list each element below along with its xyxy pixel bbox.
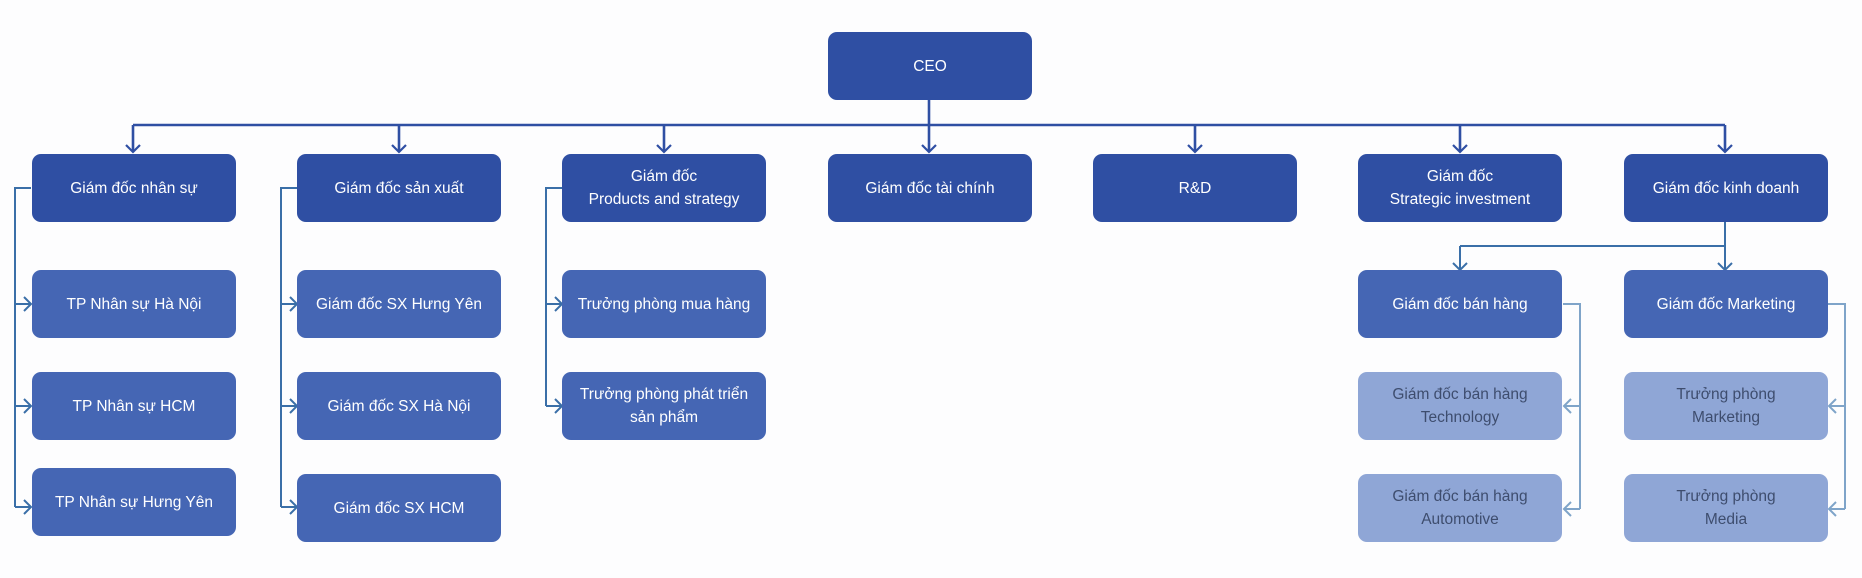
business-unit-marketing: Giám đốc Marketing (1624, 270, 1828, 338)
sales-marketing-connectors (1562, 303, 1846, 517)
marketing-unit-marketing: Trưởng phòng Marketing (1624, 372, 1828, 440)
director-business: Giám đốc kinh doanh (1624, 154, 1828, 222)
products-unit-development: Trưởng phòng phát triển sản phẩm (562, 372, 766, 440)
production-connectors (280, 187, 299, 515)
sales-unit-automotive: Giám đốc bán hàng Automotive (1358, 474, 1562, 542)
sales-unit-technology: Giám đốc bán hàng Technology (1358, 372, 1562, 440)
director-hr: Giám đốc nhân sự (32, 154, 236, 222)
marketing-unit-media: Trưởng phòng Media (1624, 474, 1828, 542)
production-unit-hungyen: Giám đốc SX Hưng Yên (297, 270, 501, 338)
hr-unit-hungyen: TP Nhân sự Hưng Yên (32, 468, 236, 536)
director-products-strategy: Giám đốc Products and strategy (562, 154, 766, 222)
director-production: Giám đốc sản xuất (297, 154, 501, 222)
ceo-connectors (125, 99, 1733, 154)
director-rnd: R&D (1093, 154, 1297, 222)
director-finance: Giám đốc tài chính (828, 154, 1032, 222)
hr-unit-hanoi: TP Nhân sự Hà Nội (32, 270, 236, 338)
business-connectors (1452, 222, 1733, 272)
production-unit-hcm: Giám đốc SX HCM (297, 474, 501, 542)
business-unit-sales: Giám đốc bán hàng (1358, 270, 1562, 338)
director-strategic-investment: Giám đốc Strategic investment (1358, 154, 1562, 222)
ceo-box: CEO (828, 32, 1032, 100)
hr-unit-hcm: TP Nhân sự HCM (32, 372, 236, 440)
products-unit-purchasing: Trưởng phòng mua hàng (562, 270, 766, 338)
hr-connectors (14, 187, 33, 515)
products-connectors (545, 187, 564, 414)
production-unit-hanoi: Giám đốc SX Hà Nội (297, 372, 501, 440)
